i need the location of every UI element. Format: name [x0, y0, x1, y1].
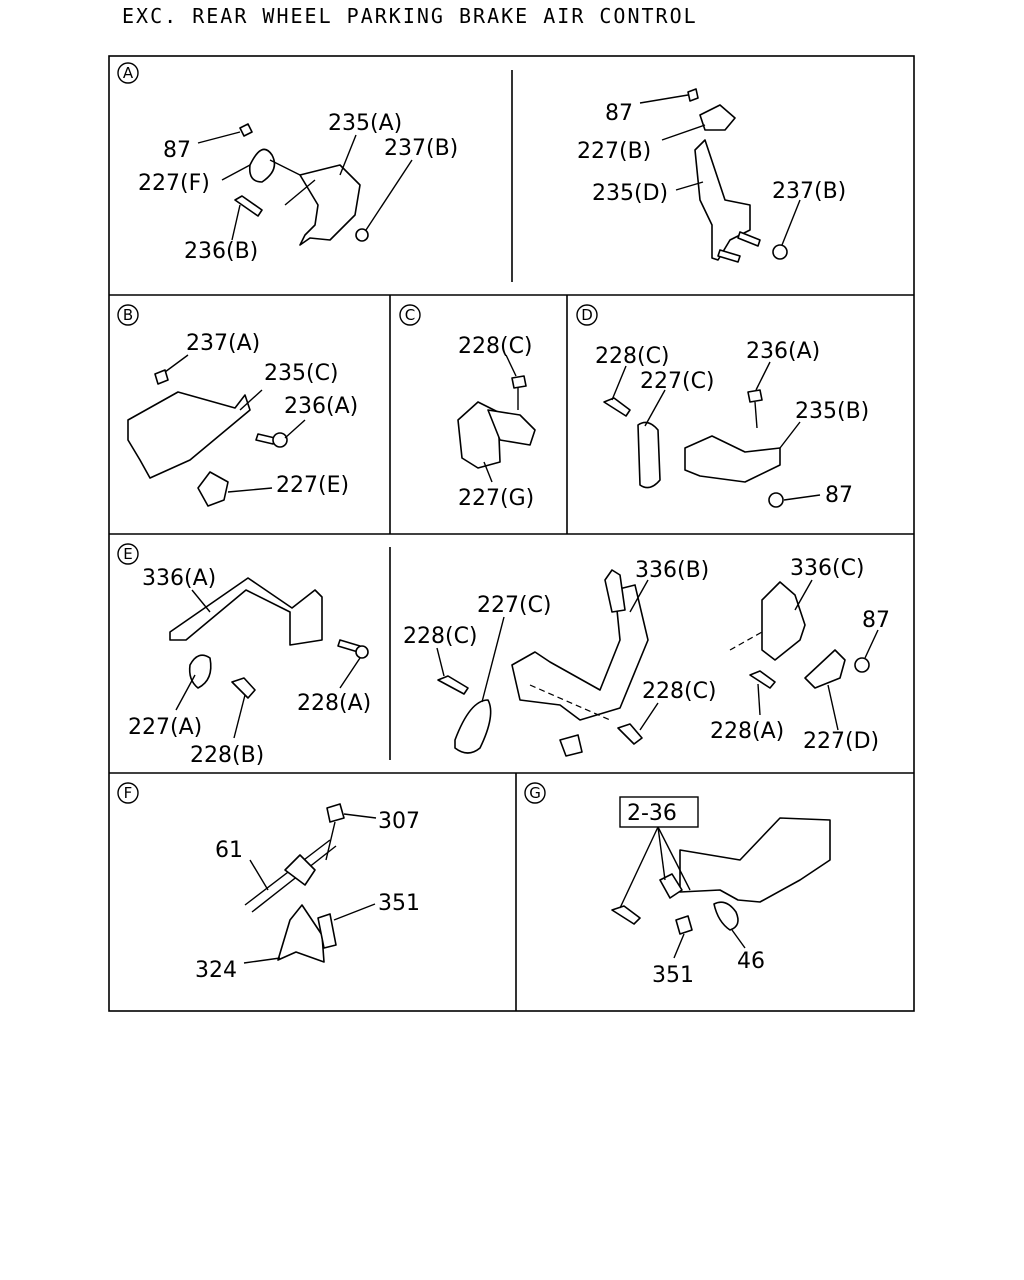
label-227b: 227(B) [577, 139, 651, 164]
label-61: 61 [215, 838, 243, 863]
label-87: 87 [825, 483, 853, 508]
section-g-leaders [619, 796, 746, 959]
section-e-left-parts [169, 577, 369, 699]
label-227c: 227(C) [640, 369, 715, 394]
section-b-leaders [164, 354, 306, 493]
section-f-leaders [243, 813, 377, 964]
diagram-frame [108, 55, 915, 1012]
label-228a: 228(A) [710, 719, 784, 744]
section-marker-e: E [117, 543, 139, 565]
reference-box-2-36: 2-36 [627, 801, 677, 826]
label-351: 351 [652, 963, 694, 988]
section-d-parts [603, 389, 784, 508]
label-351: 351 [378, 891, 420, 916]
svg-text:G: G [529, 784, 541, 802]
svg-text:B: B [123, 306, 133, 324]
label-336c: 336(C) [790, 556, 865, 581]
label-228b: 228(B) [190, 743, 264, 768]
label-227d: 227(D) [803, 729, 879, 754]
label-307: 307 [378, 809, 420, 834]
section-a-right-parts [687, 88, 788, 263]
svg-text:C: C [405, 306, 415, 324]
label-236a: 236(A) [284, 394, 358, 419]
label-227a: 227(A) [128, 715, 202, 740]
svg-text:E: E [123, 545, 132, 563]
label-235d: 235(D) [592, 181, 668, 206]
label-236b: 236(B) [184, 239, 258, 264]
section-marker-f: F [117, 782, 139, 804]
label-228c: 228(C) [403, 624, 478, 649]
label-87: 87 [605, 101, 633, 126]
label-237a: 237(A) [186, 331, 260, 356]
section-d-leaders [611, 361, 821, 501]
section-a-right-leaders [639, 94, 801, 246]
label-235b: 235(B) [795, 399, 869, 424]
svg-text:D: D [581, 306, 593, 324]
label-227g: 227(G) [458, 486, 534, 511]
section-marker-d: D [576, 304, 598, 326]
section-a-left-parts [234, 123, 369, 246]
label-237b: 237(B) [384, 136, 458, 161]
section-e-right-parts [729, 581, 870, 689]
label-235a: 235(A) [328, 111, 402, 136]
section-e-middle-parts [437, 569, 649, 757]
diagram-title: EXC. REAR WHEEL PARKING BRAKE AIR CONTRO… [122, 4, 698, 28]
section-b-parts [127, 369, 288, 507]
label-336a: 336(A) [142, 566, 216, 591]
label-236a: 236(A) [746, 339, 820, 364]
label-237b: 237(B) [772, 179, 846, 204]
section-e-right-leaders [757, 579, 879, 731]
section-marker-g: G [524, 782, 546, 804]
label-235c: 235(C) [264, 361, 339, 386]
label-336b: 336(B) [635, 558, 709, 583]
label-228a: 228(A) [297, 691, 371, 716]
label-324: 324 [195, 958, 237, 983]
section-marker-a: A [117, 62, 139, 84]
label-227e: 227(E) [276, 473, 349, 498]
section-c-leaders [483, 354, 517, 483]
label-227f: 227(F) [138, 171, 210, 196]
label-87: 87 [163, 138, 191, 163]
section-f-parts [244, 803, 345, 963]
label-228c: 228(C) [595, 344, 670, 369]
svg-text:A: A [123, 64, 134, 82]
section-e-middle-leaders [436, 579, 659, 731]
svg-text:F: F [124, 784, 133, 802]
section-marker-b: B [117, 304, 139, 326]
label-227c: 227(C) [477, 593, 552, 618]
label-46: 46 [737, 949, 765, 974]
label-228c: 228(C) [642, 679, 717, 704]
label-87: 87 [862, 608, 890, 633]
label-228c: 228(C) [458, 334, 533, 359]
section-g-parts [611, 817, 831, 935]
section-marker-c: C [399, 304, 421, 326]
section-c-parts [457, 375, 536, 469]
section-e-left-leaders [175, 589, 361, 739]
section-a-left-leaders [197, 131, 413, 241]
